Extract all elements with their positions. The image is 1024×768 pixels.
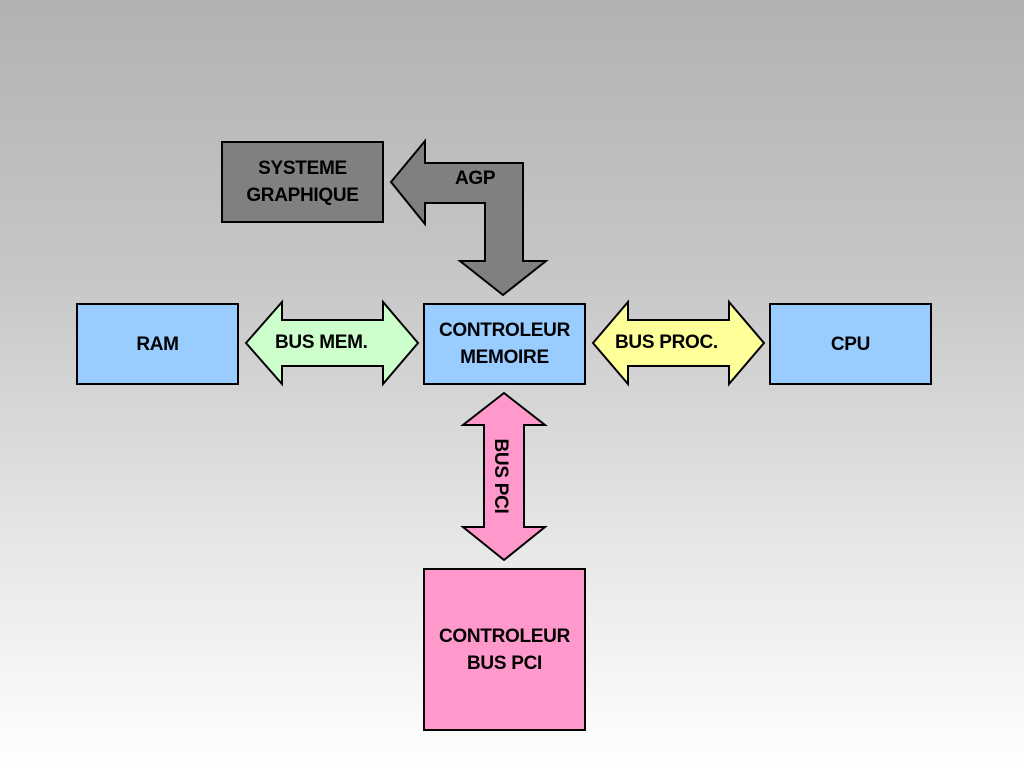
agp-arrow [389, 138, 549, 297]
systeme-graphique-box: SYSTEME GRAPHIQUE [221, 141, 384, 223]
bus-proc-arrow [591, 299, 766, 387]
controleur-bus-pci-box: CONTROLEUR BUS PCI [423, 568, 586, 731]
agp-label: AGP [455, 168, 496, 189]
ram-box: RAM [76, 303, 239, 385]
controleur-memoire-label: CONTROLEUR MEMOIRE [438, 320, 571, 368]
controleur-memoire-box: CONTROLEUR MEMOIRE [423, 303, 586, 385]
bus-pci-label: BUS PCI [490, 438, 511, 514]
bus-mem-arrow [244, 299, 420, 387]
controleur-bus-pci-label: CONTROLEUR BUS PCI [438, 625, 571, 674]
bus-proc-label: BUS PROC. [615, 332, 718, 353]
ram-label: RAM [136, 333, 179, 355]
bus-mem-label: BUS MEM. [275, 332, 368, 353]
cpu-box: CPU [769, 303, 932, 385]
systeme-graphique-label: SYSTEME GRAPHIQUE [246, 158, 359, 206]
cpu-label: CPU [830, 333, 871, 355]
bus-pci-arrow [460, 391, 548, 562]
